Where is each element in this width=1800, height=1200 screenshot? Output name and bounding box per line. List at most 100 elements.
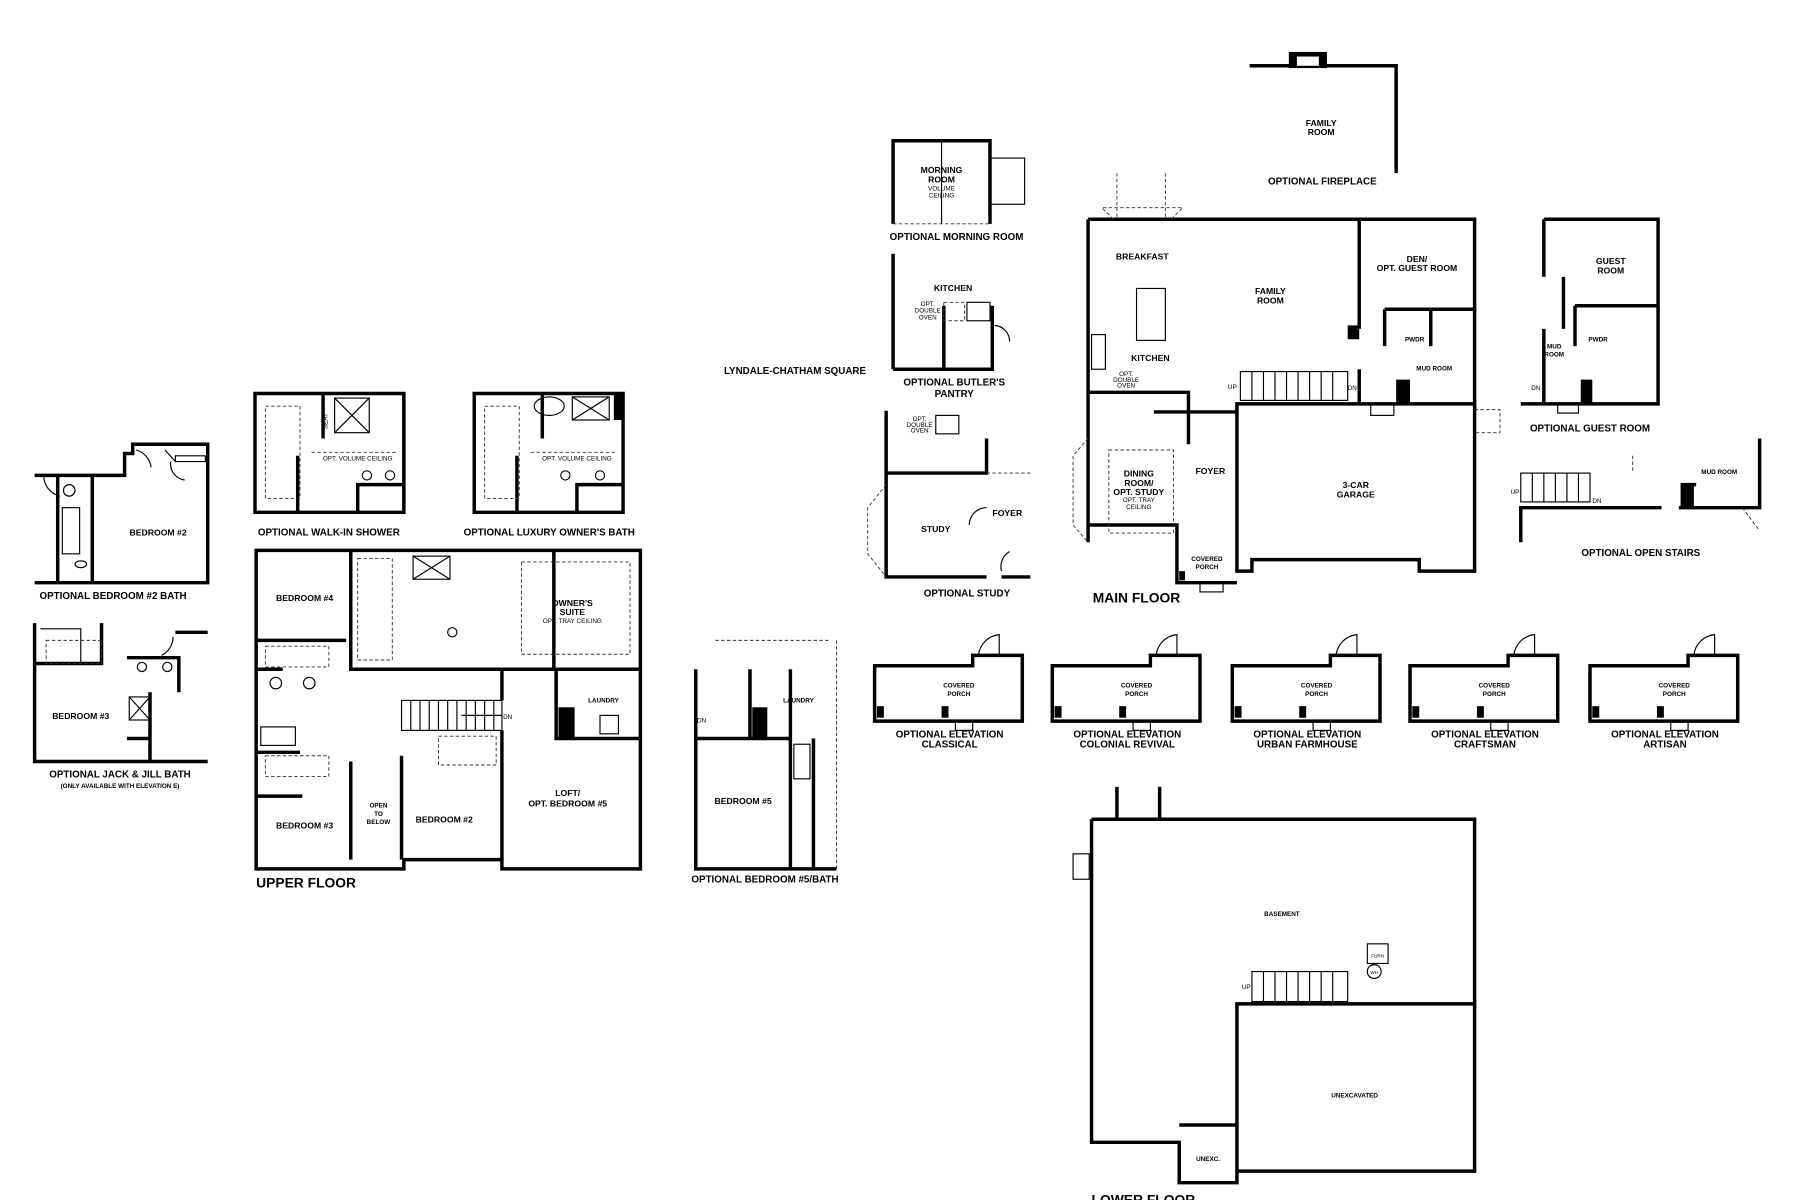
floor-label-main: MAIN FLOOR bbox=[1093, 589, 1181, 605]
seat-label: SEAT bbox=[323, 413, 330, 429]
main-stairs bbox=[1239, 370, 1349, 401]
note-elevation-e: (ONLY AVAILABLE WITH ELEVATION E) bbox=[61, 783, 180, 790]
upper-stairs bbox=[400, 699, 503, 731]
elevation-caption: OPTIONAL ELEVATION bbox=[1611, 729, 1719, 740]
room-label-pwdr: PWDR bbox=[1588, 337, 1608, 344]
floor-label-lower: LOWER FLOOR bbox=[1092, 1192, 1196, 1200]
room-label-unexcavated: UNEXCAVATED bbox=[1331, 1092, 1378, 1099]
room-label-morning-1: MORNING bbox=[921, 165, 963, 175]
up-label: UP bbox=[1511, 489, 1520, 496]
furnace-label: FURN bbox=[1371, 954, 1384, 959]
room-label-mud-1: MUD bbox=[1547, 343, 1562, 350]
room-label-foyer: FOYER bbox=[1196, 466, 1227, 476]
elevation-caption: OPTIONAL ELEVATION bbox=[896, 729, 1004, 740]
caption-optional-butlers-pantry-1: OPTIONAL BUTLER'S bbox=[903, 377, 1005, 388]
porch-step bbox=[1132, 720, 1151, 731]
room-label-owners-suite-1: OWNER'S bbox=[552, 598, 593, 608]
column bbox=[1299, 706, 1307, 718]
caption-optional-bedroom-5-bath: OPTIONAL BEDROOM #5/BATH bbox=[691, 875, 838, 886]
elevation-caption: URBAN FARMHOUSE bbox=[1257, 740, 1358, 751]
room-label-dining-1: DINING bbox=[1124, 469, 1155, 479]
room-label-loft-2: OPT. BEDROOM #5 bbox=[528, 799, 607, 809]
elevation-caption: CRAFTSMAN bbox=[1454, 740, 1516, 751]
optional-guest-room-plan: GUEST ROOM MUD ROOM PWDR DN OPTIONAL GUE… bbox=[1520, 217, 1660, 435]
room-label-den-2: OPT. GUEST ROOM bbox=[1377, 263, 1458, 273]
porch-walls bbox=[1050, 653, 1202, 723]
room-label-garage-1: 3-CAR bbox=[1343, 480, 1370, 490]
elevation-caption: OPTIONAL ELEVATION bbox=[1253, 729, 1361, 740]
open-below-1: OPEN bbox=[369, 803, 387, 810]
room-label-study: STUDY bbox=[921, 524, 951, 534]
room-label-family-1: FAMILY bbox=[1306, 118, 1337, 128]
room-label-family-2: ROOM bbox=[1257, 295, 1284, 305]
room-label-bedroom-4: BEDROOM #4 bbox=[276, 593, 333, 603]
column bbox=[941, 706, 949, 718]
oven-label-1: OPT. bbox=[913, 416, 927, 423]
room-label-bedroom-2: BEDROOM #2 bbox=[130, 527, 187, 537]
up-label: UP bbox=[1228, 384, 1237, 391]
porch-walls bbox=[1408, 653, 1560, 723]
room-label-mud-2: ROOM bbox=[1544, 352, 1564, 359]
door-swing bbox=[1155, 633, 1178, 656]
room-label-porch-2: PORCH bbox=[1195, 564, 1218, 571]
optional-walk-in-shower-plan: SEAT OPT. VOLUME CEILING OPTIONAL WALK-I… bbox=[253, 391, 406, 538]
porch-label: PORCH bbox=[1305, 691, 1328, 698]
room-label-bedroom-3: BEDROOM #3 bbox=[276, 820, 333, 830]
porch-step bbox=[954, 720, 974, 731]
porch-label: PORCH bbox=[1483, 691, 1506, 698]
elevation-caption: OPTIONAL ELEVATION bbox=[1431, 729, 1539, 740]
column bbox=[1656, 706, 1664, 718]
caption-optional-open-stairs: OPTIONAL OPEN STAIRS bbox=[1581, 548, 1700, 559]
oven-label-1: OPT. bbox=[1119, 371, 1133, 378]
volume-label-2: CEILING bbox=[929, 192, 954, 199]
column bbox=[1592, 706, 1600, 718]
room-label-laundry: LAUNDRY bbox=[588, 698, 619, 705]
oven-label-2: DOUBLE bbox=[915, 308, 941, 315]
column bbox=[1054, 706, 1062, 718]
room-label-dining-3: OPT. STUDY bbox=[1113, 487, 1164, 497]
lower-floor-plan: FURN WH UP BASEMENT UNEXCAVATED UNEXC. L… bbox=[1072, 786, 1477, 1200]
room-label-den-1: DEN/ bbox=[1407, 254, 1428, 264]
column bbox=[876, 706, 884, 718]
optional-study-plan: OPT. DOUBLE OVEN STUDY FOYER OPTIONAL ST… bbox=[867, 410, 1031, 600]
down-label: DN bbox=[1592, 498, 1602, 505]
caption-optional-bedroom-2-bath: OPTIONAL BEDROOM #2 BATH bbox=[39, 591, 186, 602]
porch-label: COVERED bbox=[1479, 683, 1511, 690]
down-label: DN bbox=[697, 717, 707, 724]
room-label-kitchen: KITCHEN bbox=[934, 283, 972, 293]
room-label-laundry: LAUNDRY bbox=[783, 698, 814, 705]
porch-walls bbox=[872, 653, 1025, 723]
door-swing bbox=[1513, 633, 1536, 656]
oven-label-1: OPT. bbox=[921, 301, 935, 308]
room-label-loft-1: LOFT/ bbox=[555, 788, 581, 798]
elevation-caption: ARTISAN bbox=[1643, 740, 1687, 751]
caption-optional-guest-room: OPTIONAL GUEST ROOM bbox=[1530, 424, 1650, 435]
elevation-caption: OPTIONAL ELEVATION bbox=[1073, 729, 1181, 740]
oven-label-2: DOUBLE bbox=[1113, 377, 1139, 384]
door-swing bbox=[1335, 633, 1358, 656]
caption-optional-fireplace: OPTIONAL FIREPLACE bbox=[1268, 177, 1377, 188]
porch-walls bbox=[1230, 653, 1382, 723]
porch-label: COVERED bbox=[1659, 683, 1691, 690]
porch-step bbox=[1312, 720, 1331, 731]
main-floor-plan: BREAKFAST FAMILY ROOM DEN/ OPT. GUEST RO… bbox=[1072, 173, 1501, 605]
porch-label: COVERED bbox=[943, 683, 975, 690]
caption-optional-butlers-pantry-2: PANTRY bbox=[935, 389, 975, 400]
caption-optional-morning-room: OPTIONAL MORNING ROOM bbox=[890, 232, 1024, 243]
porch-label: PORCH bbox=[947, 691, 970, 698]
dining-tray-1: OPT. TRAY bbox=[1123, 497, 1156, 504]
room-label-dining-2: ROOM/ bbox=[1124, 478, 1154, 488]
up-label: UP bbox=[1242, 984, 1251, 991]
room-label-guest-1: GUEST bbox=[1596, 256, 1626, 266]
floor-label-upper: UPPER FLOOR bbox=[256, 874, 356, 890]
open-below-3: BELOW bbox=[367, 819, 391, 826]
oven-label-3: OVEN bbox=[911, 428, 929, 435]
open-below-2: TO bbox=[374, 811, 383, 818]
room-label-kitchen: KITCHEN bbox=[1131, 353, 1169, 363]
porch-walls bbox=[1588, 653, 1740, 723]
room-label-pwdr: PWDR bbox=[1405, 337, 1425, 344]
room-label-bedroom-2: BEDROOM #2 bbox=[416, 815, 473, 825]
